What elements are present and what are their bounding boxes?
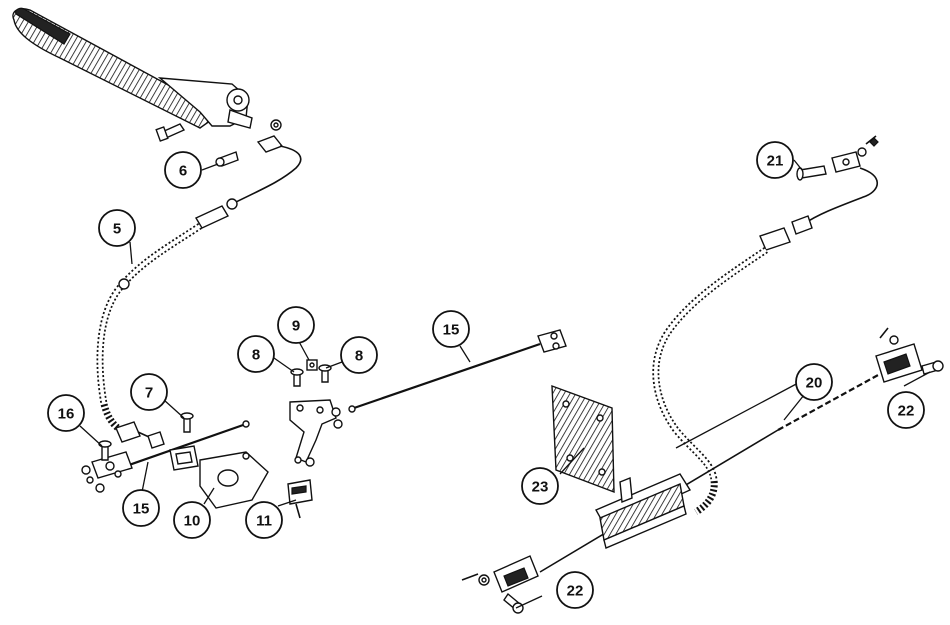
relay-lever xyxy=(289,399,343,467)
svg-text:8: 8 xyxy=(252,347,260,364)
callout-6: 6 xyxy=(164,151,202,189)
svg-text:15: 15 xyxy=(443,322,460,339)
handbrake-lever xyxy=(12,7,253,129)
top-clevis xyxy=(831,135,879,173)
svg-text:22: 22 xyxy=(567,583,584,600)
callout-10: 10 xyxy=(173,501,211,539)
pin-7 xyxy=(180,412,194,433)
rear-cable-20 xyxy=(652,167,879,516)
callout-7: 7 xyxy=(130,373,168,411)
rod-15-middle xyxy=(348,329,567,413)
svg-text:8: 8 xyxy=(355,348,363,365)
lower-clevis xyxy=(461,555,539,593)
svg-text:7: 7 xyxy=(145,385,153,402)
callout-9: 9 xyxy=(277,306,315,344)
svg-text:6: 6 xyxy=(179,163,187,180)
bolt-8-left xyxy=(290,368,304,387)
callout-15-left: 15 xyxy=(122,489,160,527)
svg-text:9: 9 xyxy=(292,318,300,335)
channel-bracket xyxy=(595,473,692,549)
callout-22-lower: 22 xyxy=(556,571,594,609)
callout-23: 23 xyxy=(521,467,559,505)
callout-16: 16 xyxy=(47,394,85,432)
nut-9 xyxy=(306,359,318,371)
callout-22-right: 22 xyxy=(887,391,925,429)
bolt-21 xyxy=(796,165,827,181)
plate-23 xyxy=(551,384,615,494)
svg-text:15: 15 xyxy=(133,501,150,518)
callout-8-left: 8 xyxy=(237,335,275,373)
callout-8-right: 8 xyxy=(340,336,378,374)
svg-text:10: 10 xyxy=(184,513,201,530)
pin-22-lower xyxy=(503,592,524,614)
bolt-8-right xyxy=(318,364,332,383)
pin-22-right xyxy=(921,360,944,375)
callout-21: 21 xyxy=(756,141,794,179)
svg-text:21: 21 xyxy=(767,153,784,170)
svg-text:23: 23 xyxy=(532,479,549,496)
lever-nut xyxy=(270,119,282,131)
svg-text:20: 20 xyxy=(806,375,823,392)
svg-text:22: 22 xyxy=(898,403,915,420)
washers-left xyxy=(81,465,122,493)
clevis-pin-6 xyxy=(215,151,239,167)
front-cable-5 xyxy=(96,135,302,449)
callout-15-middle: 15 xyxy=(432,310,470,348)
stud-11 xyxy=(287,479,313,519)
callout-5: 5 xyxy=(98,209,136,247)
callout-11: 11 xyxy=(245,501,283,539)
rod-15-left xyxy=(91,420,250,479)
callout-20: 20 xyxy=(795,363,833,401)
svg-text:16: 16 xyxy=(58,406,75,423)
compensator-block xyxy=(169,445,199,471)
clevis-pin xyxy=(155,123,186,142)
svg-text:11: 11 xyxy=(256,513,272,530)
svg-text:5: 5 xyxy=(113,221,121,238)
right-clevis xyxy=(875,327,923,383)
bracket-10 xyxy=(199,451,269,509)
